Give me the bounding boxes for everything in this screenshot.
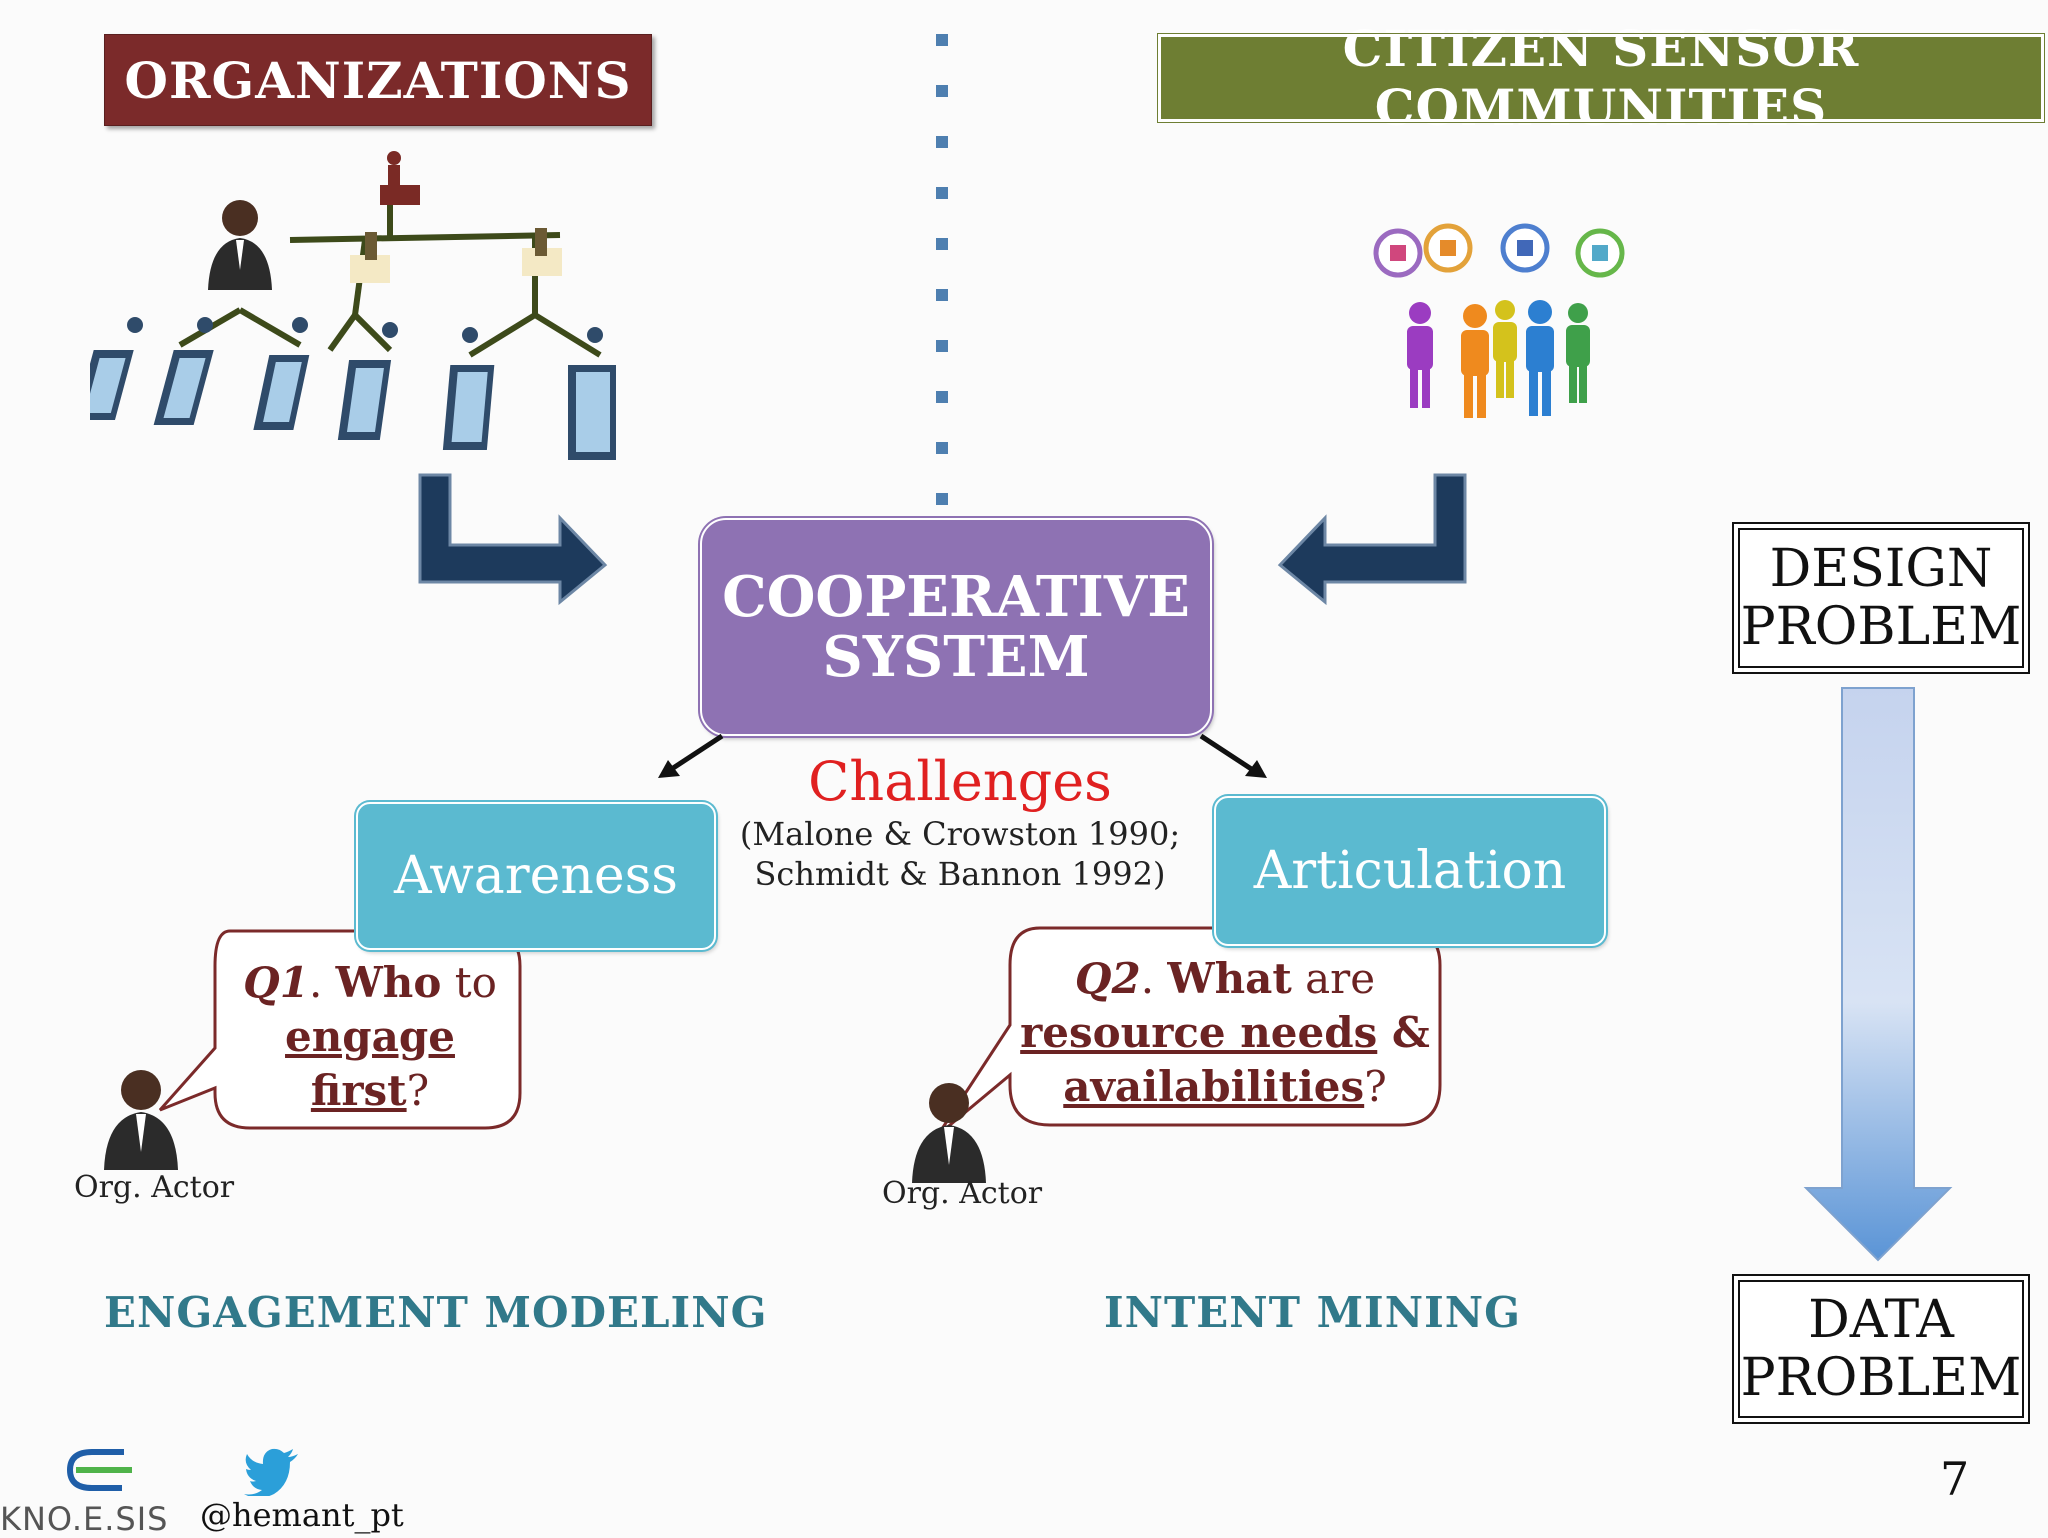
arrow-to-articulation-icon: [1199, 733, 1267, 778]
knoesis-logo-text: KNO.E.SIS: [0, 1500, 169, 1538]
cooperative-line2: SYSTEM: [822, 624, 1090, 690]
org-hierarchy-illustration: [90, 151, 616, 460]
right-turn-arrow-icon: [418, 473, 608, 606]
design-problem-box: DESIGN PROBLEM: [1732, 522, 2030, 674]
design-to-data-arrow-icon: [1803, 687, 1953, 1262]
cooperative-line1: COOPERATIVE: [722, 564, 1190, 630]
q2-number: Q2: [1074, 954, 1141, 1003]
awareness-box: Awareness: [356, 802, 716, 950]
knoesis-logo-icon: [66, 1449, 132, 1491]
intent-mining-label: INTENT MINING: [1104, 1288, 1522, 1337]
org-actor-label-left: Org. Actor: [74, 1170, 235, 1205]
twitter-handle: @hemant_pt: [200, 1496, 404, 1534]
org-actor-left-icon: [104, 1070, 178, 1170]
page-number: 7: [1940, 1452, 1970, 1506]
org-actor-right-icon: [912, 1083, 986, 1183]
q2-resource-needs: resource needs: [1020, 1008, 1378, 1057]
q1-engage: engage: [285, 1012, 455, 1061]
citizen-community-illustration: [1373, 223, 1625, 418]
organizations-header: ORGANIZATIONS: [104, 34, 652, 126]
org-actor-label-right: Org. Actor: [882, 1176, 1043, 1211]
q1-first: first: [310, 1066, 407, 1115]
business-person-icon: [208, 200, 272, 290]
left-turn-arrow-icon: [1277, 473, 1467, 606]
data-problem-box: DATA PROBLEM: [1732, 1274, 2030, 1424]
cooperative-system-box: COOPERATIVE SYSTEM: [700, 518, 1212, 736]
citizen-sensor-communities-header: CITIZEN SENSOR COMMUNITIES: [1157, 19, 2045, 137]
arrow-to-awareness-icon: [658, 733, 724, 778]
challenges-citation-2: Schmidt & Bannon 1992): [754, 855, 1166, 893]
q2-availabilities: availabilities: [1063, 1062, 1365, 1111]
q2-text: Q2. What are resource needs & availabili…: [1020, 954, 1430, 1111]
articulation-box: Articulation: [1214, 796, 1606, 946]
speech-bubbles-icon: [1373, 223, 1625, 278]
engagement-modeling-label: ENGAGEMENT MODELING: [104, 1288, 768, 1337]
challenges-citation-1: (Malone & Crowston 1990;: [739, 815, 1181, 853]
q2-speech-bubble: [936, 926, 1442, 1137]
twitter-bird-icon: [244, 1448, 298, 1496]
q1-text: Q1. Who to engage first?: [243, 958, 497, 1115]
people-group-icon: [1407, 300, 1590, 418]
q1-number: Q1: [243, 958, 309, 1007]
challenges-title: Challenges: [808, 750, 1112, 813]
